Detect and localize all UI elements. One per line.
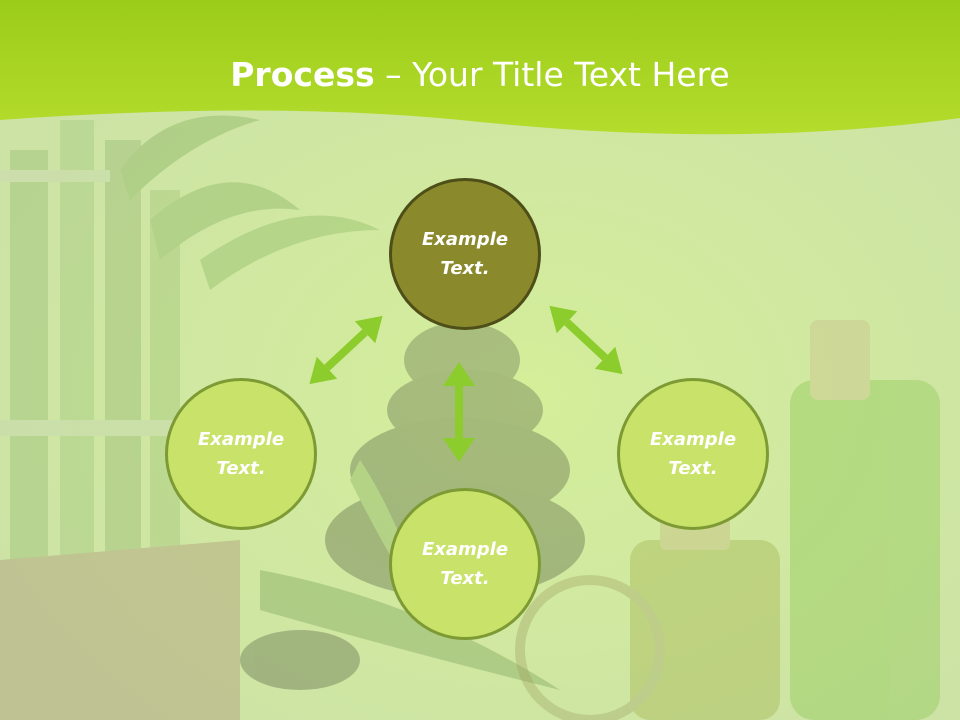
node-right-text: Example Text. [649,429,737,479]
node-bottom-text: Example Text. [421,539,509,589]
arrow-top-right [549,305,623,375]
title-rest: – Your Title Text Here [374,55,730,94]
process-node-bottom: Example Text. [389,488,541,640]
slide-title: Process – Your Title Text Here [0,54,960,96]
arrow-top-left [309,315,383,385]
process-node-right: Example Text. [617,378,769,530]
title-bold: Process [230,55,375,94]
process-node-top: Example Text. [389,178,541,330]
arrow-vertical [443,362,475,462]
node-top-text: Example Text. [421,229,509,279]
process-node-left: Example Text. [165,378,317,530]
node-left-text: Example Text. [197,429,285,479]
